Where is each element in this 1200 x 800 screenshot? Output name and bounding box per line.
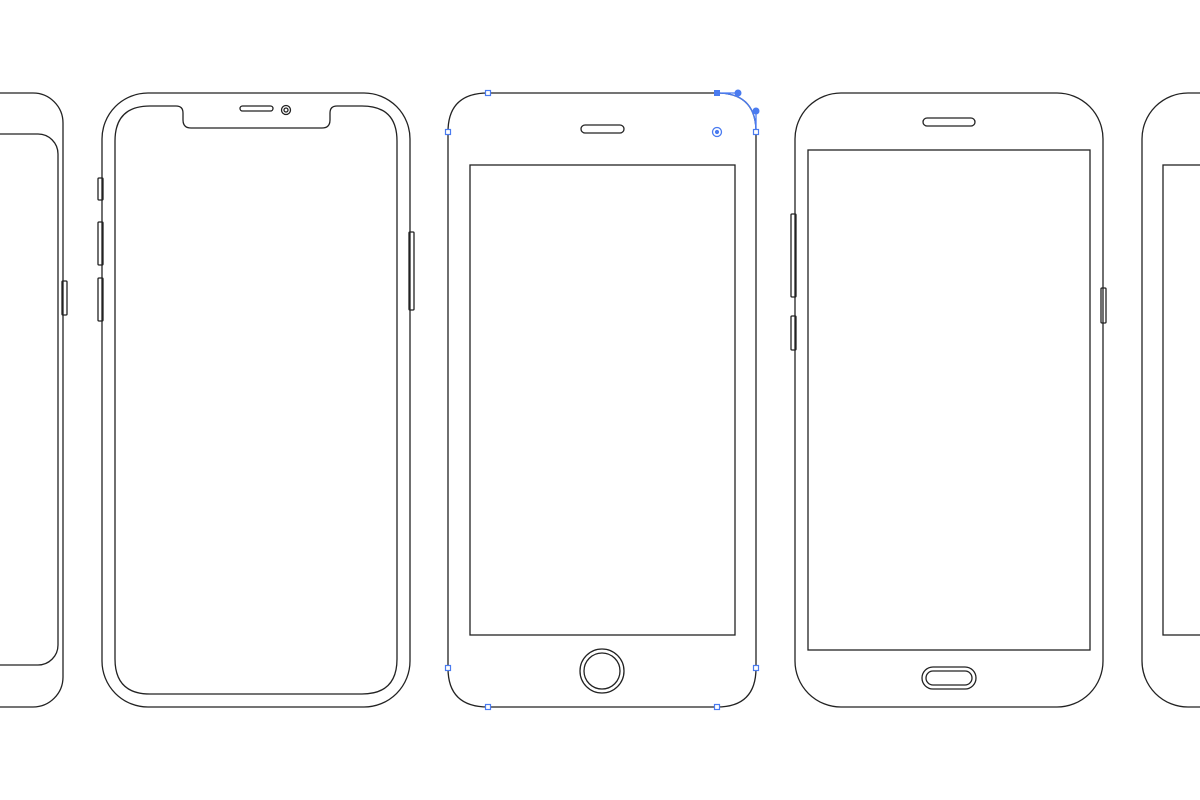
volume-down-button (97, 277, 104, 322)
phone-notch[interactable] (97, 92, 415, 708)
phone-body (447, 92, 757, 708)
phone-partial-right[interactable] (1141, 92, 1200, 708)
corner-radius-widget-icon[interactable] (711, 126, 723, 138)
bezier-handle-point[interactable] (734, 89, 742, 97)
anchor-point[interactable] (752, 664, 760, 672)
anchor-point[interactable] (444, 664, 452, 672)
phone-screen (807, 149, 1091, 651)
side-key (790, 315, 797, 351)
corner-radius-widget-dot (714, 129, 720, 135)
power-button (408, 231, 415, 311)
mute-switch (97, 177, 104, 201)
bezier-handle-point[interactable] (752, 107, 760, 115)
phone-body (1141, 92, 1200, 708)
phone-body (0, 92, 64, 708)
phone-home-button-selected[interactable] (444, 89, 760, 711)
phone-screen (0, 133, 59, 666)
power-button (1100, 287, 1107, 324)
speaker-grille (922, 117, 976, 127)
camera-lens (283, 107, 289, 113)
front-camera-icon (280, 104, 292, 116)
anchor-point[interactable] (713, 703, 721, 711)
home-button (921, 666, 977, 690)
side-button (61, 280, 68, 316)
selected-path-segment (716, 92, 757, 133)
phone-body (101, 92, 411, 708)
speaker-grille (239, 105, 274, 112)
anchor-point[interactable] (484, 89, 492, 97)
phone-screen (1162, 164, 1200, 636)
selected-anchor-point[interactable] (714, 90, 720, 96)
volume-button (790, 213, 797, 298)
home-button-inner (583, 652, 621, 690)
home-button (579, 648, 625, 694)
home-button-inner (925, 670, 973, 686)
phone-partial-left[interactable] (0, 92, 68, 708)
volume-up-button (97, 221, 104, 266)
speaker-grille (580, 124, 625, 134)
anchor-point[interactable] (484, 703, 492, 711)
anchor-point[interactable] (444, 128, 452, 136)
anchor-point[interactable] (752, 128, 760, 136)
phone-screen (469, 164, 736, 636)
phone-screen-with-notch (114, 105, 398, 695)
phone-body (794, 92, 1104, 708)
phone-android[interactable] (790, 92, 1107, 708)
